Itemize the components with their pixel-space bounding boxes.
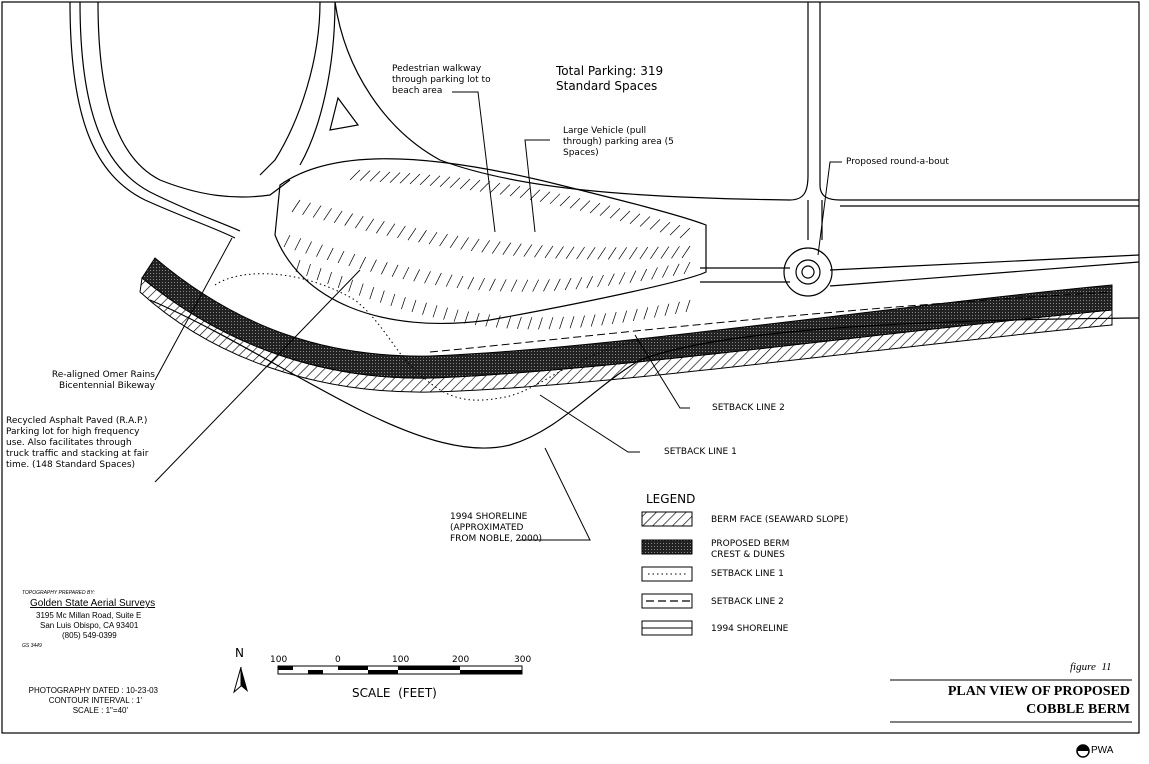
pedestrian-walkway-label: Pedestrian walkway through parking lot t… [392, 64, 491, 96]
company-address: 3195 Mc Millan Road, Suite E [36, 611, 142, 620]
roads [69, 1, 1140, 324]
legend-item-setback-1: SETBACK LINE 1 [711, 569, 784, 579]
figure-title-line-1: PLAN VIEW OF PROPOSED [947, 684, 1130, 699]
north-arrow [233, 666, 248, 694]
scale-label: SCALE (FEET) [352, 686, 437, 700]
legend-item-setback-2: SETBACK LINE 2 [711, 597, 784, 607]
scale-tick-1: 0 [335, 655, 341, 665]
standard-spaces-label: Standard Spaces [556, 79, 658, 93]
leader-lines [154, 91, 842, 541]
parking-stalls [283, 169, 691, 330]
sheet-border [1, 1, 1140, 734]
scale-tick-2: 100 [392, 655, 410, 665]
shoreline-label: 1994 SHORELINE (APPROXIMATED FROM NOBLE,… [450, 512, 542, 544]
pwa-logo [1076, 744, 1090, 758]
setback-line-2 [429, 291, 1113, 353]
total-parking-label: Total Parking: 319 [556, 64, 664, 78]
roundabout [783, 247, 833, 297]
company-phone: (805) 549-0399 [62, 631, 117, 640]
survey-code: GS 3449 [22, 643, 42, 649]
contour-interval: CONTOUR INTERVAL : 1' [48, 696, 142, 705]
figure-title-line-2: COBBLE BERM [1026, 702, 1130, 717]
shoreline-1994 [149, 299, 1140, 449]
company-name: Golden State Aerial Surveys [30, 598, 156, 609]
legend-item-shoreline: 1994 SHORELINE [711, 624, 789, 634]
rap-parking-label: Recycled Asphalt Paved (R.A.P.) Parking … [6, 416, 149, 470]
north-label: N [235, 646, 244, 660]
large-vehicle-label: Large Vehicle (pull through) parking are… [563, 126, 674, 158]
scale-note: SCALE : 1"=40' [72, 706, 128, 715]
pwa-logo-text: PWA [1091, 745, 1114, 756]
legend-title: LEGEND [646, 492, 696, 506]
setback-line-1-label: SETBACK LINE 1 [664, 447, 737, 457]
legend-item-berm-face: BERM FACE (SEAWARD SLOPE) [711, 515, 849, 525]
roundabout-label: Proposed round-a-bout [846, 157, 949, 167]
scale-tick-3: 200 [452, 655, 470, 665]
setback-line-2-label: SETBACK LINE 2 [712, 403, 785, 413]
company-city: San Luis Obispo, CA 93401 [40, 621, 139, 630]
bikeway-label: Re-aligned Omer Rains Bicentennial Bikew… [51, 370, 155, 391]
scale-bar [277, 665, 523, 675]
topo-note: TOPOGRAPHY PREPARED BY: [22, 590, 95, 596]
scale-tick-0: 100 [270, 655, 288, 665]
legend-swatches [641, 511, 693, 636]
scale-tick-4: 300 [514, 655, 532, 665]
figure-number: figure 11 [1070, 661, 1112, 673]
title-rules [890, 679, 1132, 723]
berm-crest [141, 257, 1113, 379]
legend-item-berm-crest: PROPOSED BERM CREST & DUNES [711, 539, 790, 560]
photo-date: PHOTOGRAPHY DATED : 10-23-03 [28, 686, 158, 695]
